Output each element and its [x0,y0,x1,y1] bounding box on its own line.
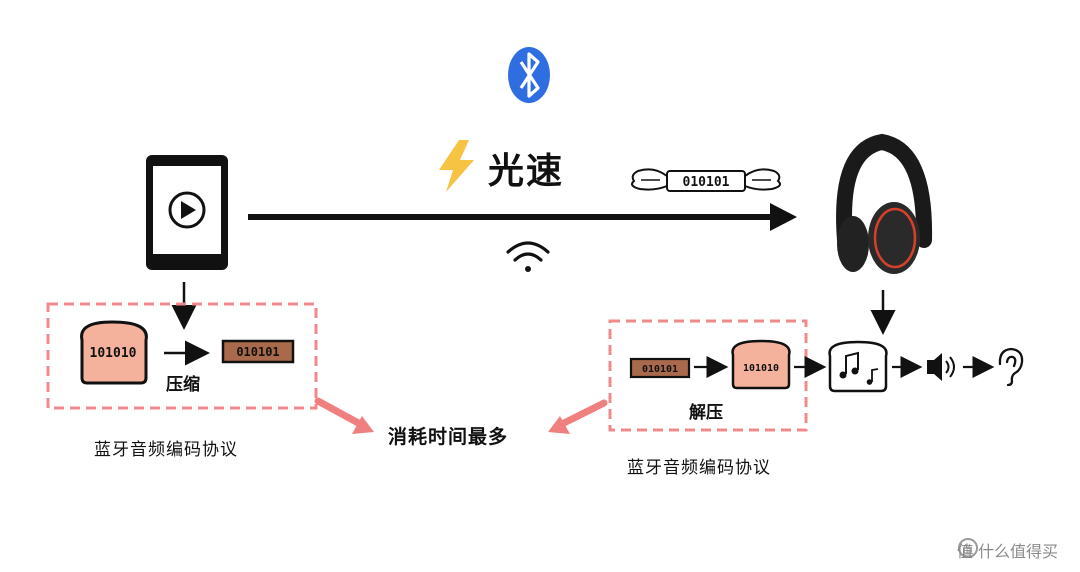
sender-packed-bits: 010101 [221,339,295,364]
transmission-arrow [248,203,797,231]
headphones-icon [836,133,933,274]
receiver-packed-bits: 010101 [629,357,691,379]
pink-arrow-right [548,399,608,434]
flying-bits-text: 010101 [683,175,730,190]
pink-arrow-left [314,397,374,434]
receiver-bread-bits: 101010 [743,363,779,374]
speaker-icon [927,353,955,381]
ear-icon [998,347,1024,387]
wifi-signal-icon [506,241,550,272]
sender-bread-bits: 101010 [90,346,137,361]
receiver-packed-bits-text: 010101 [642,364,678,375]
watermark-text: 值 什么值得买 [956,542,1058,561]
bluetooth-icon [508,47,550,103]
decompress-label: 解压 [689,403,723,423]
sender-protocol-label: 蓝牙音频编码协议 [94,440,238,460]
watermark-logo-icon: 值 [958,538,978,558]
flying-bits-icon: 010101 [631,168,781,192]
receiver-protocol-label: 蓝牙音频编码协议 [627,458,771,478]
receiver-bread-icon: 101010 [731,339,791,390]
sender-packed-bits-text: 010101 [236,345,279,359]
decode-dashed-box [608,319,808,432]
music-note-icon [828,340,888,393]
lightning-icon [439,140,474,192]
encode-dashed-box [46,302,318,410]
compress-label: 压缩 [166,375,200,395]
time-cost-label: 消耗时间最多 [388,426,509,448]
tablet-play-icon [146,155,228,270]
svg-text:值: 值 [963,543,974,556]
speed-label: 光速 [488,151,565,192]
sender-bread-icon: 101010 [80,320,148,385]
